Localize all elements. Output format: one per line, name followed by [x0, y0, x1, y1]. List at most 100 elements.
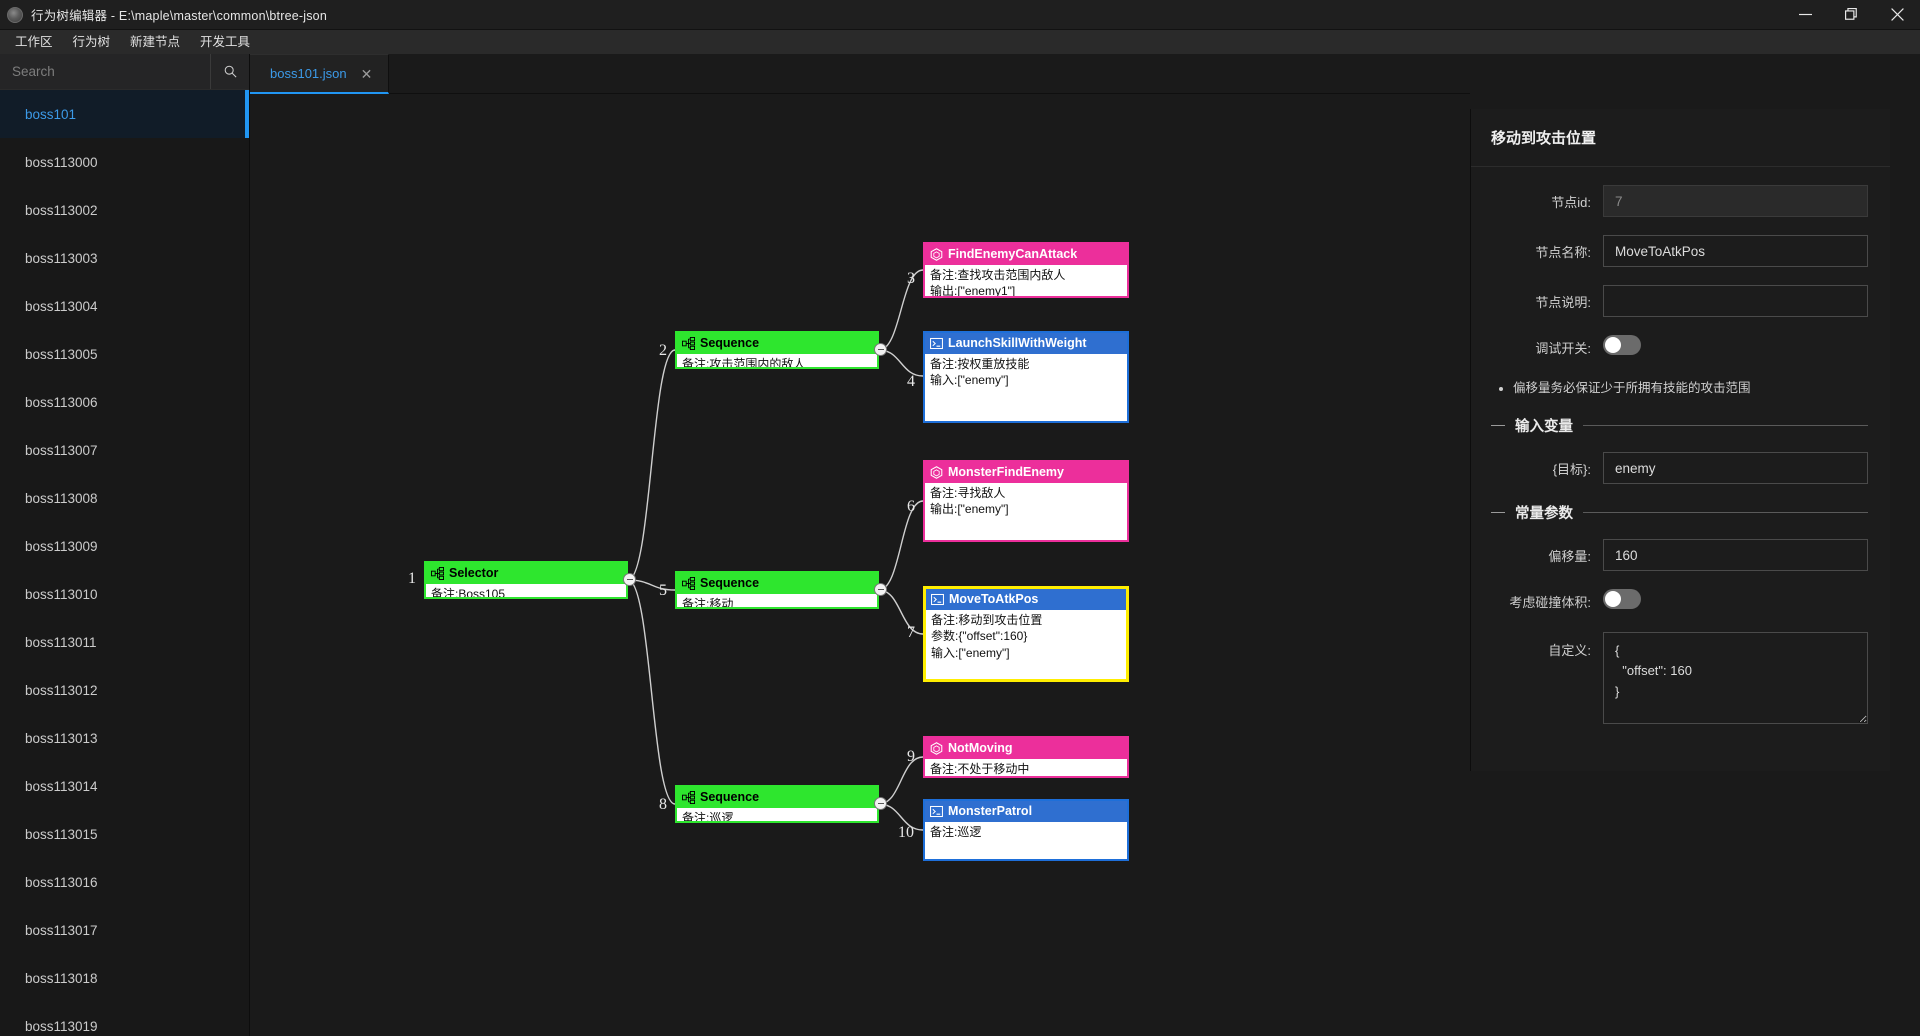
field-debug-switch: 调试开关: [1481, 335, 1868, 360]
sidebar-item-boss113017[interactable]: boss113017 [0, 906, 249, 954]
sidebar-item-boss113008[interactable]: boss113008 [0, 474, 249, 522]
action-icon [930, 805, 943, 818]
tab-boss101-json[interactable]: boss101.json ✕ [250, 54, 390, 94]
menu-item-dev-tools[interactable]: 开发工具 [200, 34, 251, 49]
custom-json-textarea[interactable]: { "offset": 160 } [1603, 632, 1868, 725]
edge-link [627, 349, 676, 581]
sidebar-item-label: boss113013 [25, 730, 98, 746]
node-detail-line: 备注:巡逻 [682, 810, 734, 823]
sidebar-item-boss113012[interactable]: boss113012 [0, 666, 249, 714]
node-header: MonsterFindEnemy [925, 462, 1127, 483]
properties-panel: 移动到攻击位置 节点id: 节点名称: 节点说明: [1470, 109, 1890, 772]
sidebar-item-boss113016[interactable]: boss113016 [0, 858, 249, 906]
node-body: 备注:寻找敌人输出:["enemy"] [925, 483, 1127, 540]
node-title: MoveToAtkPos [949, 592, 1039, 606]
sidebar-item-label: boss113000 [25, 154, 98, 170]
section-const-params: 常量参数 [1491, 502, 1868, 523]
node-detail-line: 备注:查找攻击范围内敌人 [930, 267, 1066, 282]
sidebar-item-label: boss113007 [25, 442, 98, 458]
node-detail-line: 备注:Boss105 [431, 586, 506, 599]
debug-switch-toggle[interactable] [1603, 335, 1641, 355]
collapse-dash-icon[interactable] [1491, 512, 1505, 514]
maximize-icon[interactable] [1828, 0, 1874, 30]
tab-filler [389, 54, 1470, 94]
node-id-input [1603, 185, 1868, 217]
close-icon[interactable]: ✕ [360, 65, 373, 82]
sidebar-item-boss113002[interactable]: boss113002 [0, 186, 249, 234]
sidebar-item-boss113000[interactable]: boss113000 [0, 138, 249, 186]
node-body: 备注:查找攻击范围内敌人输出:["enemy1"] [925, 265, 1127, 296]
node-output-port[interactable] [874, 343, 887, 356]
node-MoveToAtkPos[interactable]: MoveToAtkPos 备注:移动到攻击位置参数:{"offset":160}输… [923, 586, 1129, 682]
node-detail-line: 输入:["enemy"] [931, 645, 1010, 660]
sidebar-item-boss113007[interactable]: boss113007 [0, 426, 249, 474]
sidebar-item-boss113011[interactable]: boss113011 [0, 618, 249, 666]
node-header: Sequence [677, 333, 877, 354]
sidebar-item-label: boss113005 [25, 346, 98, 362]
input-target-input[interactable] [1603, 452, 1868, 485]
sidebar-item-boss113019[interactable]: boss113019 [0, 1002, 249, 1036]
sidebar-item-boss113003[interactable]: boss113003 [0, 234, 249, 282]
search-input[interactable] [0, 54, 211, 89]
sidebar-item-label: boss113004 [25, 298, 98, 314]
condition-icon [930, 742, 943, 755]
sidebar-item-boss113004[interactable]: boss113004 [0, 282, 249, 330]
window-title: 行为树编辑器 - E:\maple\master\common\btree-js… [31, 9, 327, 23]
note-list: 偏移量务必保证少于所拥有技能的攻击范围 [1513, 378, 1868, 399]
node-title: LaunchSkillWithWeight [948, 336, 1087, 350]
node-output-port[interactable] [874, 797, 887, 810]
sidebar-item-boss113010[interactable]: boss113010 [0, 570, 249, 618]
sidebar-item-boss113005[interactable]: boss113005 [0, 330, 249, 378]
node-desc-input[interactable] [1603, 285, 1868, 317]
node-Selector[interactable]: Selector 备注:Boss105 [424, 561, 628, 599]
search-icon[interactable] [211, 54, 249, 89]
sidebar-item-boss101[interactable]: boss101 [0, 90, 249, 138]
sidebar-item-boss113014[interactable]: boss113014 [0, 762, 249, 810]
sidebar-item-label: boss113016 [25, 874, 98, 890]
minimize-icon[interactable] [1782, 0, 1828, 30]
sidebar-item-boss113006[interactable]: boss113006 [0, 378, 249, 426]
node-body: 备注:巡逻 [925, 822, 1127, 859]
node-body: 备注:移动到攻击位置参数:{"offset":160}输入:["enemy"] [926, 610, 1126, 679]
menu-item-behavior-tree[interactable]: 行为树 [72, 34, 111, 49]
composite-icon [431, 566, 444, 580]
composite-icon [682, 576, 695, 590]
sidebar-item-label: boss113010 [25, 586, 98, 602]
field-custom-json: 自定义: { "offset": 160 } [1481, 632, 1868, 729]
collapse-dash-icon[interactable] [1491, 425, 1505, 427]
sidebar-item-boss113009[interactable]: boss113009 [0, 522, 249, 570]
sidebar-item-boss113015[interactable]: boss113015 [0, 810, 249, 858]
sidebar-item-boss113018[interactable]: boss113018 [0, 954, 249, 1002]
sidebar-item-boss113013[interactable]: boss113013 [0, 714, 249, 762]
debug-switch-label: 调试开关: [1535, 341, 1591, 356]
node-output-port[interactable] [874, 583, 887, 596]
field-input-target: {目标}: [1481, 452, 1868, 485]
node-MonsterFindEnemy[interactable]: MonsterFindEnemy 备注:寻找敌人输出:["enemy"] [923, 460, 1129, 542]
node-name-input[interactable] [1603, 235, 1868, 267]
node-index-label: 9 [907, 748, 915, 765]
action-icon [930, 337, 943, 350]
field-node-id: 节点id: [1481, 185, 1868, 217]
node-body: 备注:不处于移动中 [925, 759, 1127, 776]
menu-item-workspace[interactable]: 工作区 [15, 34, 53, 49]
menu-item-new-node[interactable]: 新建节点 [130, 34, 181, 49]
offset-input[interactable] [1603, 539, 1868, 572]
node-title: MonsterFindEnemy [948, 465, 1064, 479]
node-output-port[interactable] [623, 573, 636, 586]
section-title: 常量参数 [1515, 506, 1573, 523]
section-input-variables: 输入变量 [1491, 415, 1868, 436]
node-title: Selector [449, 566, 499, 580]
close-icon[interactable] [1874, 0, 1920, 30]
node-title: Sequence [700, 576, 760, 590]
collision-toggle[interactable] [1603, 589, 1641, 610]
